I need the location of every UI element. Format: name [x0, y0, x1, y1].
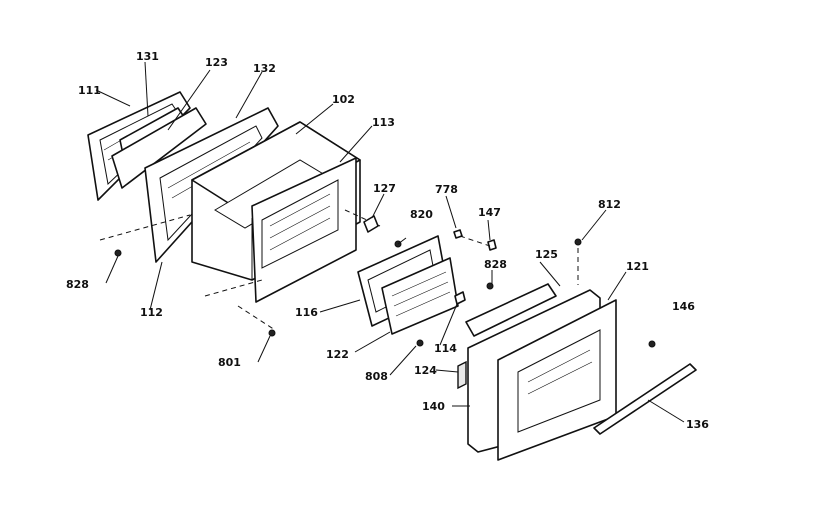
label-112: 112 — [140, 306, 163, 319]
part-121-outer-glass — [497, 299, 617, 461]
label-808: 808 — [365, 370, 388, 383]
part-124-small-panel — [457, 360, 467, 390]
part-screw-828-right — [486, 282, 494, 290]
label-124: 124 — [414, 364, 437, 377]
label-125: 125 — [535, 248, 558, 261]
label-136: 136 — [686, 418, 709, 431]
part-114-bracket — [454, 291, 466, 305]
part-screw-820-upper — [394, 237, 407, 248]
label-820-upper: 820 — [410, 208, 433, 221]
label-116: 116 — [295, 306, 318, 319]
label-102: 102 — [332, 93, 355, 106]
label-111: 111 — [78, 84, 101, 97]
label-114: 114 — [434, 342, 457, 355]
part-122-glass — [381, 257, 459, 335]
part-136-handle — [593, 363, 697, 435]
label-146: 146 — [672, 300, 695, 313]
label-778: 778 — [435, 183, 458, 196]
label-801: 801 — [218, 356, 241, 369]
label-812: 812 — [598, 198, 621, 211]
part-147-item — [487, 239, 497, 251]
part-127-clip — [363, 215, 379, 233]
part-146-item — [648, 340, 656, 348]
label-140: 140 — [422, 400, 445, 413]
label-113: 113 — [372, 116, 395, 129]
label-127: 127 — [373, 182, 396, 195]
label-131: 131 — [136, 50, 159, 63]
label-147: 147 — [478, 206, 501, 219]
label-121: 121 — [626, 260, 649, 273]
part-screw-801 — [268, 329, 276, 337]
label-828-left: 828 — [66, 278, 89, 291]
part-screw-828-left — [114, 249, 122, 257]
part-778-item — [453, 229, 463, 239]
label-123: 123 — [205, 56, 228, 69]
part-screw-812 — [574, 238, 582, 285]
part-123-gasket — [111, 107, 207, 189]
part-113-window-panel — [251, 157, 357, 303]
label-828-right: 828 — [484, 258, 507, 271]
label-132: 132 — [253, 62, 276, 75]
part-125-strip — [465, 283, 557, 337]
part-screw-808 — [416, 339, 424, 347]
label-122: 122 — [326, 348, 349, 361]
